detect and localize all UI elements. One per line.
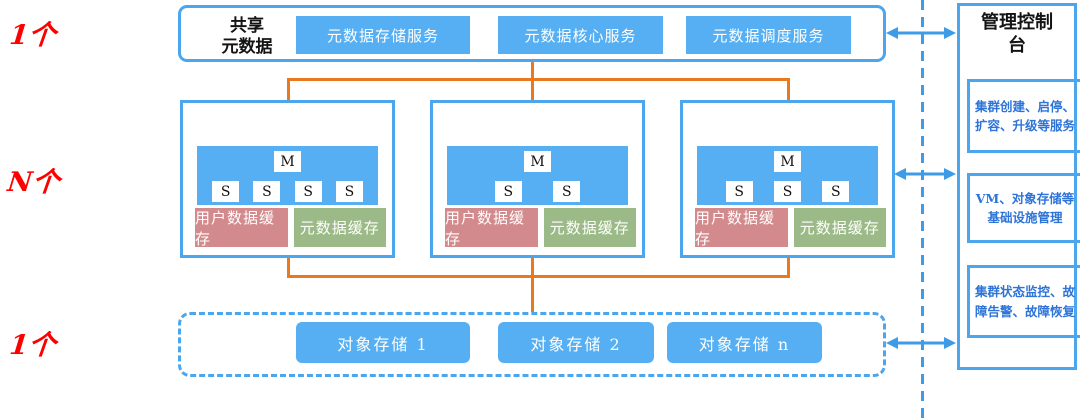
slave-node: S <box>822 181 850 202</box>
arrow-storage-to-console <box>886 337 956 349</box>
object-storage-1-box: 对象存储 1 <box>296 322 470 363</box>
metadata-scheduler-service-box: 元数据调度服务 <box>686 16 851 54</box>
connector-bottom-left-drop <box>287 258 290 278</box>
slave-node: S <box>294 181 322 202</box>
connector-top-center-vertical <box>531 62 534 103</box>
object-storage-panel: 对象存储 1 对象存储 2 对象存储 n <box>178 312 886 377</box>
dashed-separator-line <box>921 0 924 419</box>
count-label-shared: 1个 <box>8 20 58 51</box>
cluster-1-node-area: M S S S S <box>197 146 378 209</box>
cluster-3: M S S S 用户数据缓存 元数据缓存 <box>680 100 895 258</box>
slave-node: S <box>773 181 801 202</box>
slave-node: S <box>725 181 753 202</box>
arrow-cluster-to-console <box>894 168 956 180</box>
user-data-cache-box: 用户数据缓存 <box>692 205 791 250</box>
connector-top-left-drop <box>287 78 290 103</box>
connector-bottom-horizontal <box>287 275 790 278</box>
cluster-3-node-area: M S S S <box>697 146 878 209</box>
console-function-monitoring: 集群状态监控、故障告警、故障恢复 <box>967 265 1080 338</box>
metadata-storage-service-box: 元数据存储服务 <box>296 16 470 54</box>
shared-metadata-title-line2: 元数据 <box>221 36 273 57</box>
connector-top-right-drop <box>787 78 790 103</box>
connector-top-horizontal <box>287 78 790 81</box>
arrow-shared-to-console <box>886 27 956 39</box>
metadata-cache-box: 元数据缓存 <box>540 205 639 250</box>
management-console-panel: 管理控制台 集群创建、启停、扩容、升级等服务 VM、对象存储等基础设施管理 集群… <box>957 3 1080 370</box>
shared-metadata-title: 共享 元数据 <box>199 16 295 57</box>
slave-node: S <box>212 181 240 202</box>
metadata-cache-box: 元数据缓存 <box>790 205 889 250</box>
shared-metadata-panel: 共享 元数据 元数据存储服务 元数据核心服务 元数据调度服务 <box>178 5 886 62</box>
cluster-2: M S S 用户数据缓存 元数据缓存 <box>430 100 645 258</box>
metadata-core-service-box: 元数据核心服务 <box>498 16 663 54</box>
connector-bottom-center-vertical <box>531 258 534 312</box>
slave-node: S <box>553 181 581 202</box>
object-storage-n-box: 对象存储 n <box>667 322 822 363</box>
slave-node: S <box>494 181 522 202</box>
user-data-cache-box: 用户数据缓存 <box>192 205 291 250</box>
management-console-title: 管理控制台 <box>981 12 1053 57</box>
count-label-storage: 1个 <box>8 330 58 361</box>
user-data-cache-box: 用户数据缓存 <box>442 205 541 250</box>
console-function-cluster-lifecycle: 集群创建、启停、扩容、升级等服务 <box>967 79 1080 153</box>
count-label-clusters: N个 <box>6 167 62 198</box>
cluster-1: M S S S S 用户数据缓存 元数据缓存 <box>180 100 395 258</box>
master-node: M <box>774 151 801 172</box>
cluster-2-node-area: M S S <box>447 146 628 209</box>
metadata-cache-box: 元数据缓存 <box>290 205 389 250</box>
master-node: M <box>274 151 301 172</box>
connector-bottom-right-drop <box>787 258 790 278</box>
master-node: M <box>524 151 551 172</box>
shared-metadata-title-line1: 共享 <box>230 16 264 36</box>
object-storage-2-box: 对象存储 2 <box>498 322 654 363</box>
slave-node: S <box>335 181 363 202</box>
console-function-infrastructure: VM、对象存储等基础设施管理 <box>967 173 1080 243</box>
slave-node: S <box>253 181 281 202</box>
